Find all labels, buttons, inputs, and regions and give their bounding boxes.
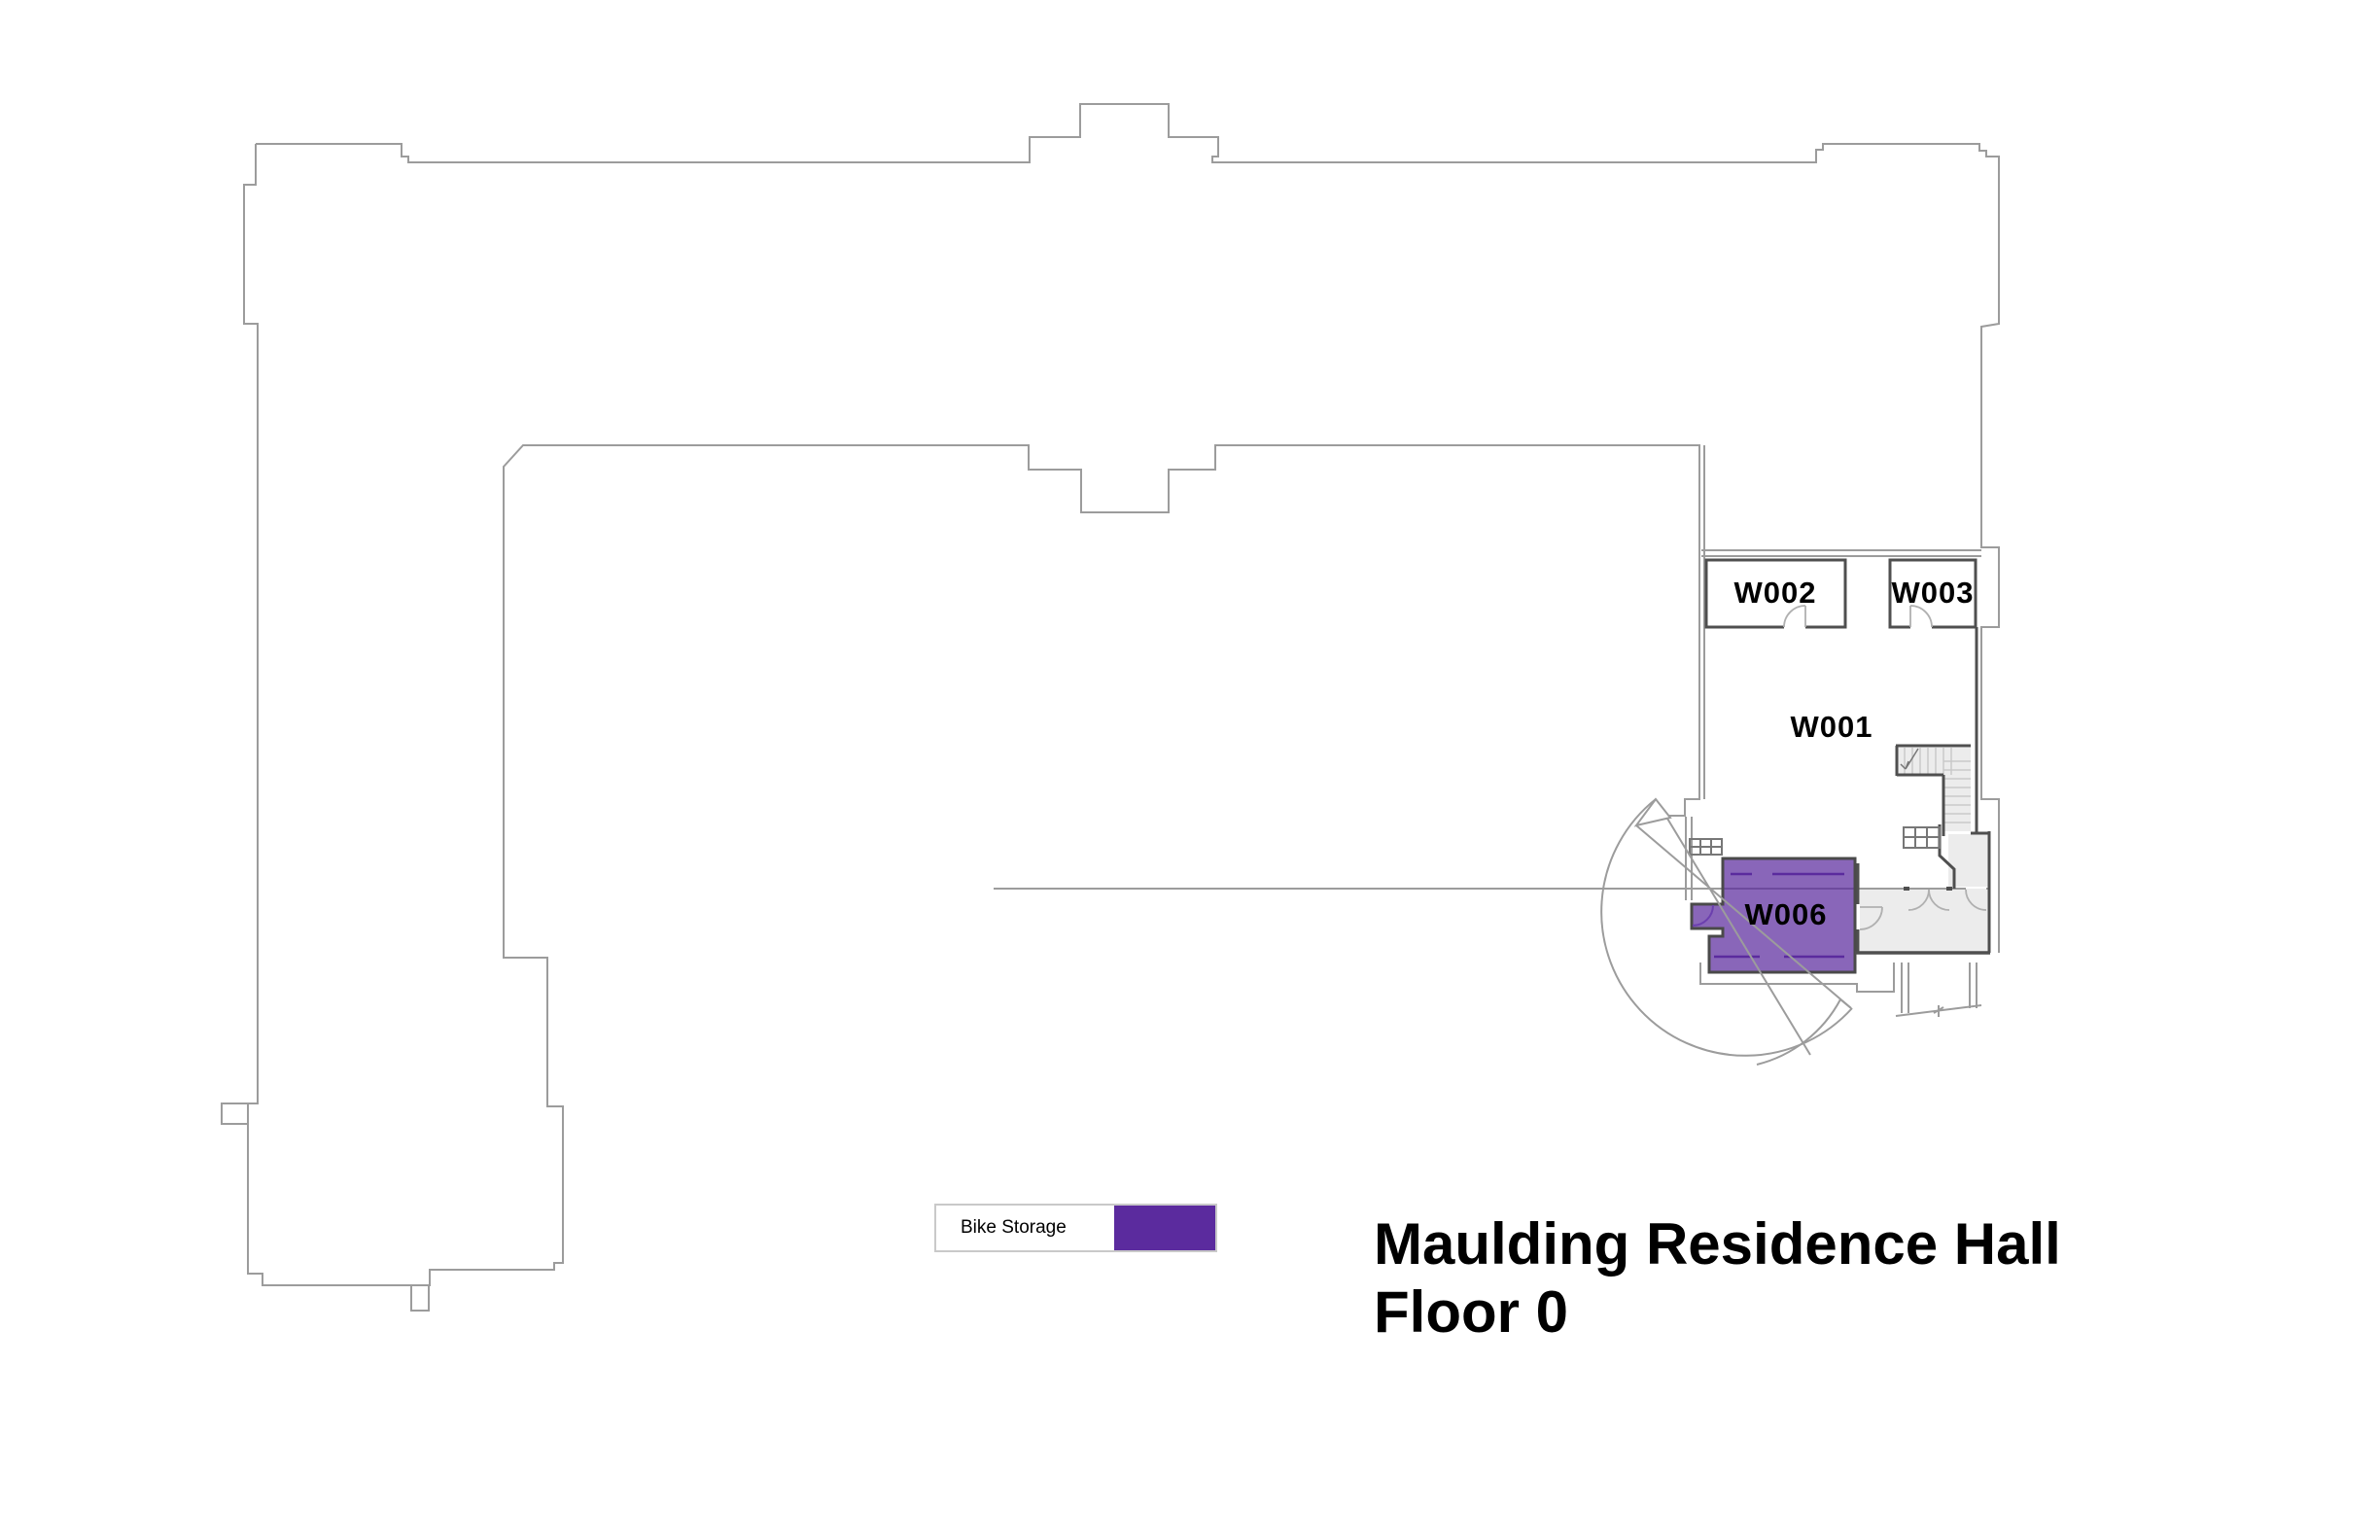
ladder-symbols — [1689, 748, 1941, 856]
outline-rooms-top-wall — [1701, 549, 1981, 557]
stair-walls — [1895, 744, 1989, 836]
room-w006 — [1690, 857, 1857, 974]
spiral-ramp — [1600, 797, 1853, 1066]
legend-item-label: Bike Storage — [961, 1217, 1067, 1238]
room-w002-label: W002 — [1734, 576, 1817, 610]
outline-outer-top-right — [256, 103, 2000, 953]
corridor-fill — [1860, 889, 1989, 952]
room-w001-label: W001 — [1791, 710, 1873, 744]
page-title-line1: Maulding Residence Hall — [1374, 1211, 2061, 1277]
page-title: Maulding Residence Hall Floor 0 — [1374, 1210, 2061, 1347]
legend: Bike Storage — [934, 1204, 1217, 1252]
door-arcs — [1783, 605, 1987, 930]
legend-swatch — [1114, 1206, 1215, 1250]
exterior-ramp-posts — [1895, 962, 1982, 1017]
legend-swatch-color — [1114, 1206, 1215, 1250]
stair-fill — [1898, 748, 1971, 831]
entry-steps-icon — [1903, 826, 1941, 849]
page-title-line2: Floor 0 — [1374, 1279, 1569, 1345]
outline-left-tick — [221, 1102, 248, 1125]
outline-left-wing-and-courtyard — [243, 144, 1700, 1286]
corridor-double-door — [1908, 889, 1950, 911]
w003-door — [1909, 605, 1933, 628]
room-labels: W002 W003 W001 W006 — [1734, 576, 1975, 931]
room-w003-walls — [1888, 558, 1978, 629]
stair-direction-arrow — [1900, 748, 1919, 770]
ramp-railing-diagonal-2 — [1635, 824, 1852, 1009]
stair-step-lines-upper — [1904, 748, 1952, 775]
ramp-inner-railing-arc — [1756, 998, 1852, 1066]
stair-steps — [1904, 748, 1971, 823]
room-w003-label: W003 — [1892, 576, 1975, 610]
bike-rack-icon — [1689, 838, 1723, 856]
ramp-outer-circle-arc — [1600, 798, 1853, 1057]
bike-rack-dashes — [1714, 872, 1844, 959]
outline-below-w006 — [1699, 962, 1895, 993]
corridor-right-door — [1965, 889, 1987, 911]
w006-annex-door-arc — [1692, 904, 1714, 927]
building-outline — [221, 103, 2000, 1312]
room-w006-shape — [1690, 857, 1857, 974]
post-lines — [1901, 962, 1978, 1013]
outline-bottom-stoop — [410, 1285, 430, 1312]
ramp-railing-diagonal-1 — [1655, 798, 1811, 1056]
room-w006-label: W006 — [1745, 897, 1828, 931]
stair-step-lines-lower — [1943, 760, 1971, 823]
ramp-arrow-tick — [1933, 1005, 1944, 1017]
w006-corridor-door — [1859, 906, 1883, 930]
ramp-top-wedge — [1633, 797, 1672, 827]
w002-door — [1783, 605, 1806, 628]
room-w002-walls — [1704, 558, 1847, 629]
interior-walls — [1704, 558, 1991, 955]
